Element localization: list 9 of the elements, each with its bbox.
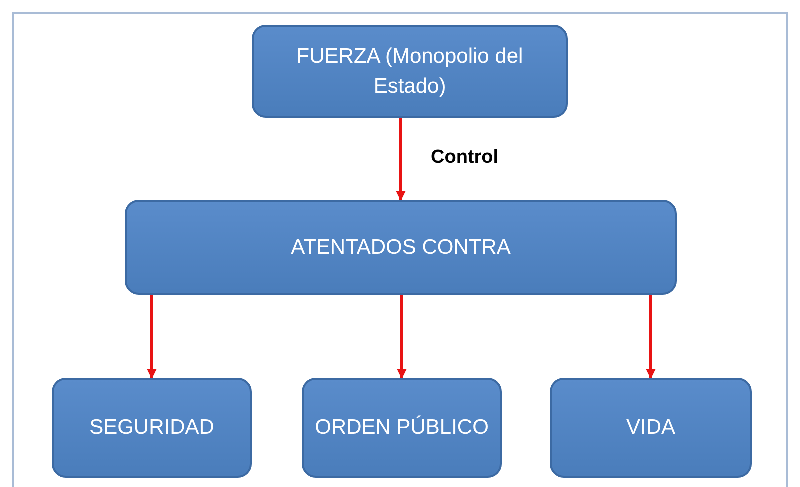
arrow bbox=[396, 118, 406, 201]
process-box: FUERZA (Monopolio del Estado) bbox=[252, 25, 568, 118]
arrow bbox=[147, 295, 157, 379]
arrow bbox=[397, 295, 407, 379]
process-box: ATENTADOS CONTRA bbox=[125, 200, 677, 295]
process-box: SEGURIDAD bbox=[52, 378, 252, 478]
process-box: ORDEN PÚBLICO bbox=[302, 378, 502, 478]
process-box: VIDA bbox=[550, 378, 752, 478]
arrow bbox=[646, 295, 656, 379]
